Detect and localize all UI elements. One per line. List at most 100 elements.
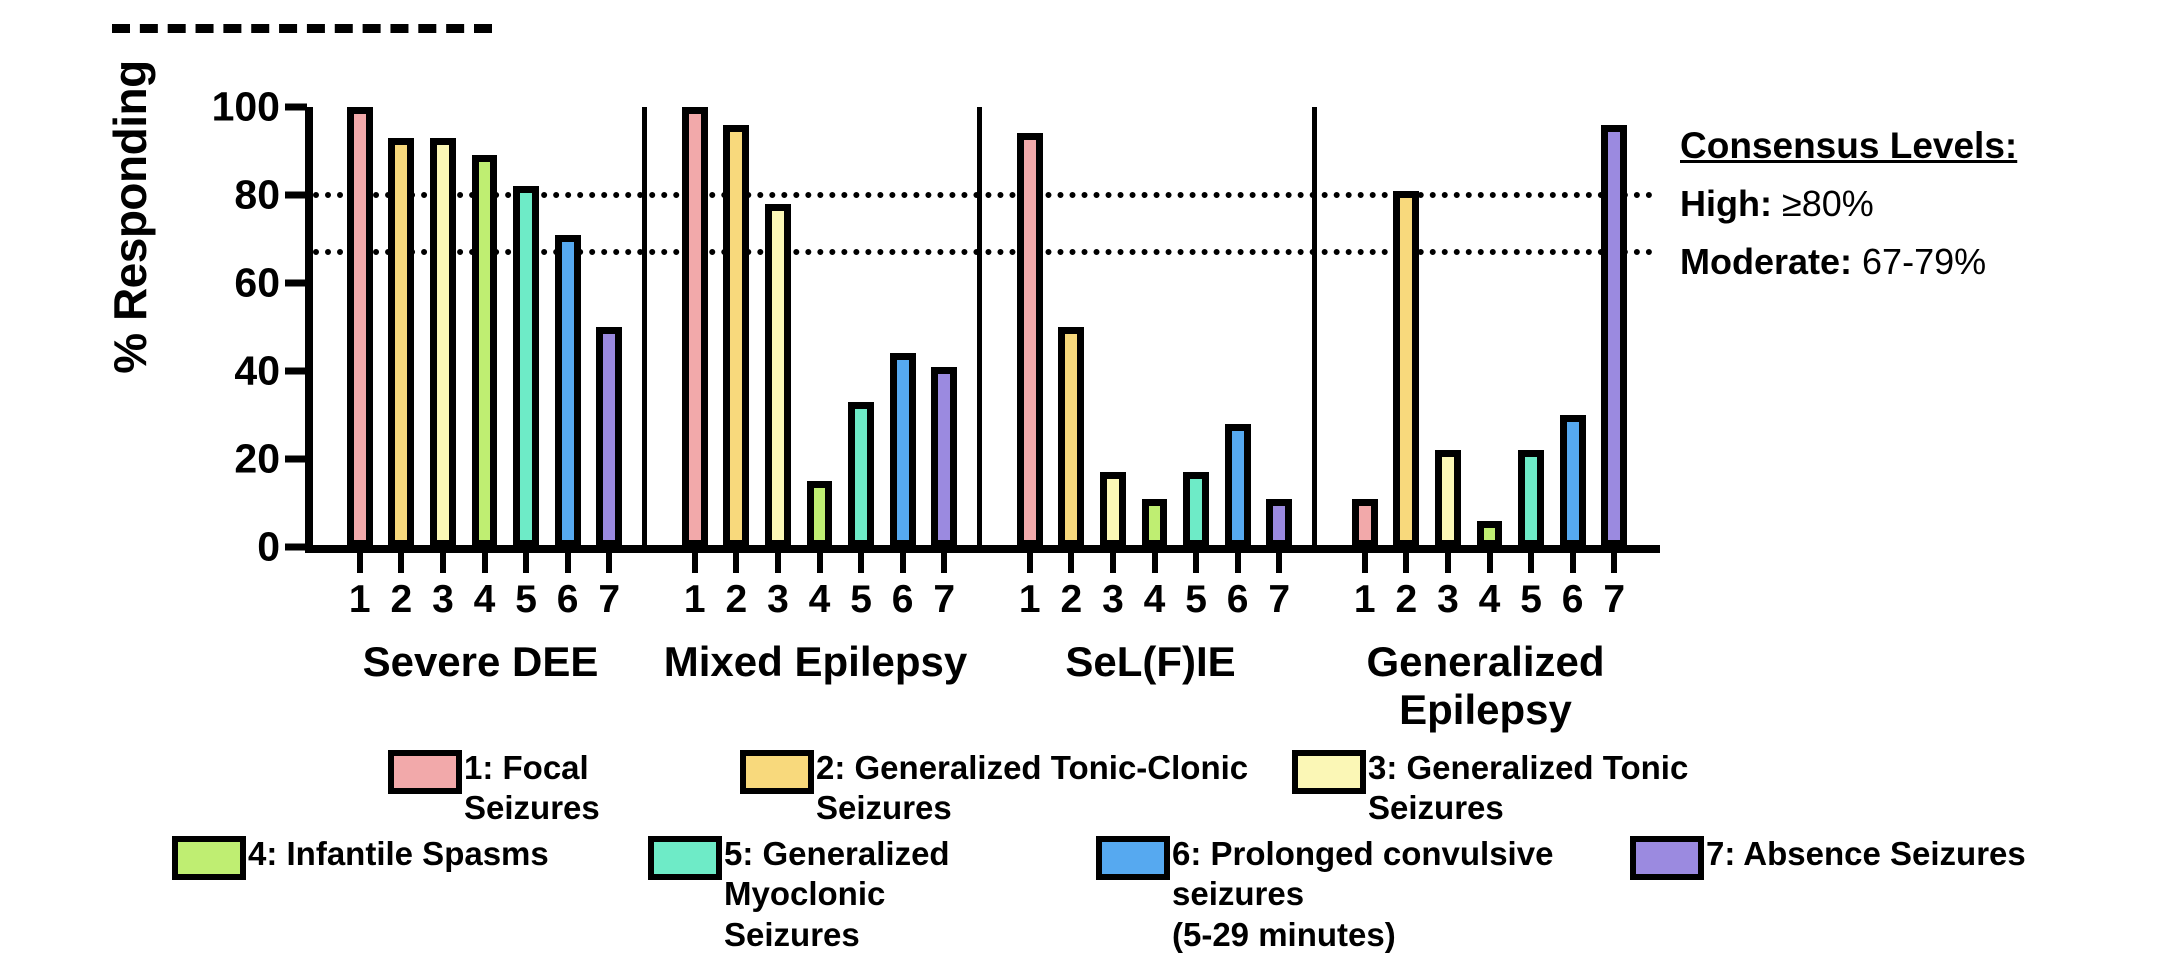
- x-tick-label: 4: [1478, 578, 1501, 621]
- bar: [931, 366, 958, 547]
- x-tick-label: 5: [850, 578, 872, 621]
- x-tick-label: 1: [1353, 578, 1376, 621]
- y-tick-label: 100: [211, 83, 280, 130]
- legend-swatch: [1630, 836, 1704, 880]
- x-tick-label: 6: [891, 578, 914, 621]
- x-tick-mark: [1569, 553, 1576, 573]
- bar: [596, 327, 623, 547]
- legend-swatch: [388, 750, 462, 794]
- bar: [765, 203, 791, 547]
- y-tick-mark: [285, 279, 307, 287]
- consensus-high-row: High: ≥80%: [1680, 183, 2160, 225]
- legend-item: 3: Generalized Tonic Seizures: [1292, 748, 1762, 829]
- bar: [1351, 498, 1378, 547]
- x-tick-label: 7: [1268, 578, 1291, 621]
- y-tick-label: 80: [234, 171, 280, 218]
- legend-item: 7: Absence Seizures: [1630, 834, 2050, 880]
- x-tick-mark: [1234, 553, 1241, 573]
- x-tick-mark: [1276, 553, 1283, 573]
- x-tick-mark: [606, 553, 613, 573]
- bars-container: [313, 107, 1653, 547]
- x-tick-label: 3: [1437, 578, 1459, 621]
- group-label: Severe DEE: [362, 638, 599, 685]
- x-tick-label: 3: [767, 578, 789, 621]
- bar: [346, 107, 373, 547]
- bar: [1183, 472, 1209, 547]
- x-tick-label: 3: [1102, 578, 1124, 621]
- x-tick-label: 4: [473, 578, 496, 621]
- legend-label: 4: Infantile Spasms: [248, 835, 549, 872]
- x-tick-label: 6: [556, 578, 579, 621]
- bar: [723, 124, 750, 547]
- bar: [1435, 450, 1461, 547]
- legend-row-2: 4: Infantile Spasms 5: Generalized Myoclo…: [0, 834, 2182, 953]
- x-tick-mark: [1403, 553, 1410, 573]
- legend-label: 5: Generalized Myoclonic Seizures: [724, 835, 950, 953]
- x-tick-mark: [1193, 553, 1200, 573]
- consensus-high-label: High:: [1680, 183, 1772, 224]
- bar: [681, 107, 708, 547]
- x-tick-mark: [356, 553, 363, 573]
- x-tick-label: 4: [1143, 578, 1166, 621]
- x-tick-label: 3: [432, 578, 454, 621]
- legend-item: 6: Prolonged convulsive seizures (5-29 m…: [1096, 834, 1616, 955]
- legend-swatch: [648, 836, 722, 880]
- bar: [1476, 520, 1503, 547]
- bar: [889, 353, 916, 547]
- y-tick-mark: [285, 367, 307, 375]
- top-dashed-rule: [112, 24, 492, 33]
- gridline: [313, 249, 1653, 256]
- x-tick-mark: [1151, 553, 1158, 573]
- x-tick-mark: [1026, 553, 1033, 573]
- group-separator: [642, 107, 647, 547]
- x-tick-mark: [1109, 553, 1116, 573]
- legend-label: 6: Prolonged convulsive seizures (5-29 m…: [1172, 835, 1554, 953]
- bar: [1559, 415, 1586, 547]
- x-tick-label: 1: [348, 578, 371, 621]
- consensus-title: Consensus Levels:: [1680, 125, 2018, 166]
- x-tick-mark: [733, 553, 740, 573]
- y-tick-label: 0: [257, 523, 280, 570]
- legend-label: 2: Generalized Tonic-Clonic Seizures: [816, 749, 1249, 827]
- group-label: SeL(F)IE: [1065, 638, 1236, 685]
- bar: [848, 401, 874, 547]
- legend-swatch: [740, 750, 814, 794]
- x-tick-mark: [439, 553, 446, 573]
- x-tick-label: 6: [1226, 578, 1249, 621]
- x-tick-label: 7: [598, 578, 621, 621]
- bar: [806, 481, 833, 547]
- consensus-moderate-value: 67-79%: [1852, 241, 1987, 282]
- bar: [388, 137, 415, 547]
- x-axis-line: [305, 545, 1660, 553]
- y-tick-mark: [285, 455, 307, 463]
- x-tick-label: 2: [1060, 578, 1083, 621]
- legend-item: 4: Infantile Spasms: [172, 834, 632, 880]
- x-tick-label: 7: [1603, 578, 1626, 621]
- group-separator: [977, 107, 982, 547]
- group-separator: [1312, 107, 1317, 547]
- x-tick-mark: [691, 553, 698, 573]
- y-tick-label: 60: [234, 259, 280, 306]
- x-tick-mark: [523, 553, 530, 573]
- x-tick-mark: [941, 553, 948, 573]
- x-tick-mark: [481, 553, 488, 573]
- x-tick-mark: [858, 553, 865, 573]
- x-tick-mark: [1528, 553, 1535, 573]
- legend-label: 3: Generalized Tonic Seizures: [1368, 749, 1689, 827]
- x-tick-label: 5: [1520, 578, 1542, 621]
- x-tick-label: 1: [683, 578, 706, 621]
- x-tick-label: 5: [1185, 578, 1207, 621]
- x-tick-label: 2: [390, 578, 413, 621]
- bar: [1100, 472, 1126, 547]
- gridline: [313, 192, 1653, 198]
- x-tick-mark: [899, 553, 906, 573]
- y-tick-mark: [285, 543, 307, 551]
- bar: [1393, 190, 1420, 547]
- legend-item: 5: Generalized Myoclonic Seizures: [648, 834, 1088, 955]
- x-tick-label: 2: [725, 578, 748, 621]
- x-tick-label: 1: [1018, 578, 1041, 621]
